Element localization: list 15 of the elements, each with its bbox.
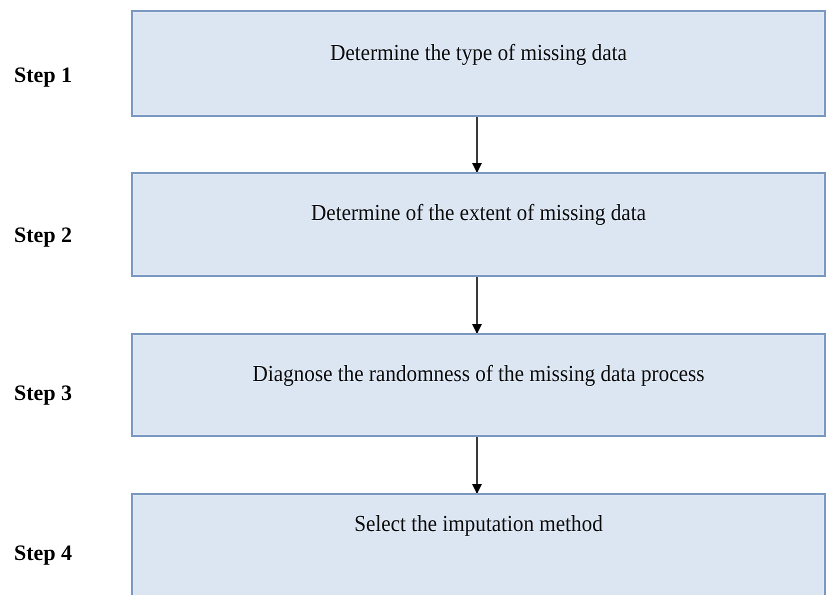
step-label: Step 4 <box>14 540 72 566</box>
step-text: Select the imputation method <box>353 511 604 537</box>
arrow <box>472 117 482 173</box>
arrow <box>472 437 482 494</box>
step-label: Step 1 <box>14 62 72 88</box>
process-box <box>131 172 826 277</box>
process-box <box>131 10 826 117</box>
process-box <box>131 333 826 437</box>
arrow <box>472 277 482 334</box>
step-text: Determine of the extent of missing data <box>310 200 647 226</box>
step-text: Diagnose the randomness of the missing data process <box>252 361 706 387</box>
step-label: Step 2 <box>14 222 72 248</box>
process-box <box>131 493 826 595</box>
step-text: Determine the type of missing data <box>329 40 628 66</box>
step-label: Step 3 <box>14 380 72 406</box>
